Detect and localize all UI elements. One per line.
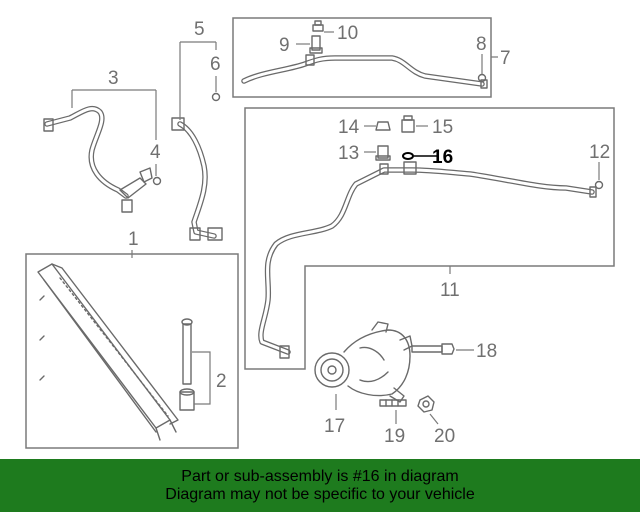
callout-14: 14	[338, 117, 360, 138]
callout-3: 3	[108, 68, 119, 89]
callout-5: 5	[194, 19, 205, 40]
leader-lines	[71, 31, 600, 425]
stud-part-19	[379, 399, 407, 407]
callout-13: 13	[338, 143, 359, 164]
info-banner: Part or sub-assembly is #16 in diagram D…	[0, 459, 640, 512]
condenser-part-1	[37, 263, 179, 441]
callout-9: 9	[279, 35, 290, 56]
valve-part-13	[375, 145, 391, 161]
oring-part-8	[477, 73, 487, 83]
callout-15: 15	[432, 117, 453, 138]
callout-6: 6	[210, 54, 221, 75]
banner-line-1: Part or sub-assembly is #16 in diagram	[181, 467, 459, 485]
oring-part-16	[402, 152, 414, 160]
group-box-1	[25, 253, 239, 449]
callout-18: 18	[476, 341, 497, 362]
callout-12: 12	[589, 142, 610, 163]
banner-line-2: Diagram may not be specific to your vehi…	[165, 485, 475, 503]
cap-part-10	[312, 20, 324, 32]
callout-11: 11	[440, 280, 460, 301]
nut-part-20	[417, 395, 435, 413]
callout-19: 19	[384, 426, 405, 447]
callout-1: 1	[128, 229, 139, 250]
discharge-hose-part-5	[171, 117, 223, 241]
callout-2: 2	[216, 371, 227, 392]
callout-4: 4	[150, 142, 161, 163]
callout-8: 8	[476, 34, 487, 55]
receiver-dryer-part-2	[179, 318, 195, 411]
parts-diagram: 1 2 3 4 5 6 7 8 9 10 11 12 13 14 16 15 1…	[25, 17, 615, 449]
valve-part-9	[309, 35, 323, 54]
oring-part-6	[211, 92, 221, 102]
callout-7: 7	[500, 48, 511, 69]
switch-part-15	[401, 115, 415, 133]
callout-17: 17	[324, 416, 345, 437]
suction-hose-part-7	[241, 54, 488, 89]
oring-part-4	[152, 176, 162, 186]
pressure-line-part-11	[258, 161, 597, 359]
compressor-part-17	[314, 321, 413, 403]
liquid-line-part-3	[43, 105, 153, 213]
callout-20: 20	[434, 426, 455, 447]
callout-10: 10	[337, 23, 358, 44]
group-box-11	[244, 107, 615, 370]
cap-part-14	[375, 121, 391, 131]
oring-part-12	[594, 180, 604, 190]
bolt-part-18	[411, 343, 455, 355]
callout-16: 16	[432, 147, 453, 168]
